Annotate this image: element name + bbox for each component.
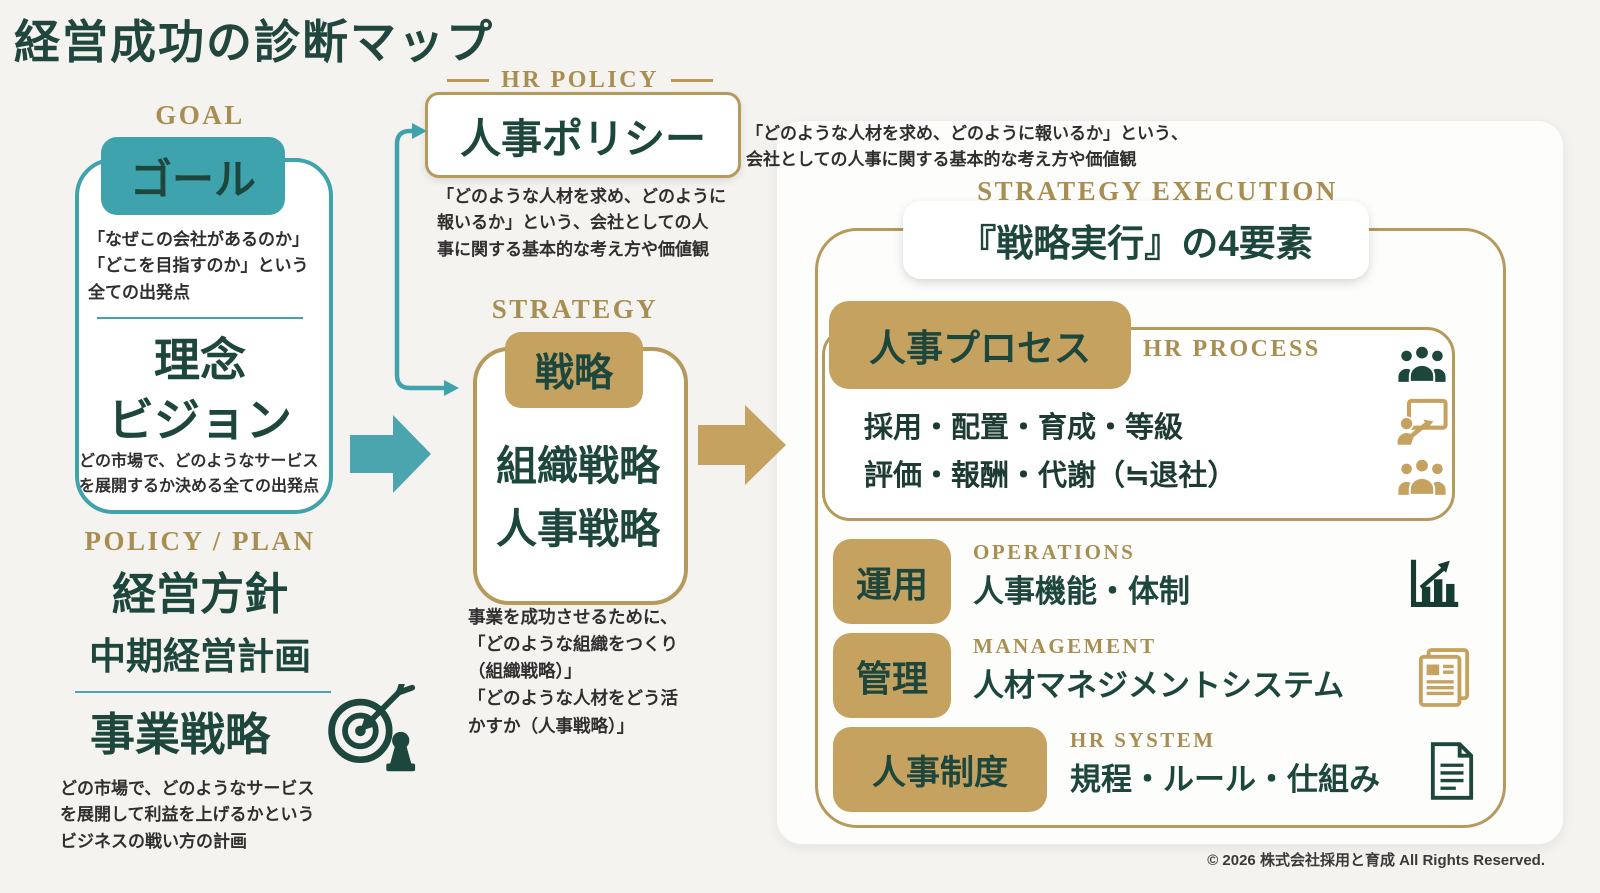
policy-plan-heading-2: 中期経営計画 [89,636,311,677]
hr-policy-box: 人事ポリシー [425,92,741,178]
execution-heading: 『戦略実行』の4要素 [959,223,1313,264]
management-badge-label: 管理 [855,657,928,699]
strategy-badge: 戦略 [505,332,643,408]
policy-plan-heading-1: 経営方針 [112,570,288,619]
operations-text: 人事機能・体制 [973,574,1190,609]
goal-desc-top: 「なぜこの会社があるのか」 「どこを目指すのか」という 全ての出発点 [88,230,309,302]
target-dart-pawn-icon [322,684,418,772]
document-icon [1429,742,1475,800]
goal-to-strategy-arrow [350,415,431,493]
hr-process-badge: 人事プロセス [829,301,1131,389]
goal-heading-1: 理念 [154,334,246,386]
operations-badge-label: 運用 [855,563,928,605]
goal-badge: ゴール [101,137,285,215]
hr-policy-label: HR POLICY [501,67,659,93]
goal-box [75,158,333,514]
hr-process-label: HR PROCESS [1143,336,1321,362]
presenter-board-icon [1396,398,1448,446]
management-badge: 管理 [833,633,951,718]
hr-process-badge-label: 人事プロセス [869,328,1091,369]
connector-arrowhead-bottom [444,380,459,396]
hr-process-line-1: 採用・配置・育成・等級 [864,412,1184,444]
operations-label: OPERATIONS [973,540,1136,564]
people-group-icon [1396,342,1448,386]
goal-label: GOAL [155,100,245,130]
page-title: 経営成功の診断マップ [14,17,494,68]
management-label: MANAGEMENT [973,634,1157,658]
hr-system-text: 規程・ルール・仕組み [1070,762,1380,797]
goal-heading-2: ビジョン [108,394,292,446]
policy-plan-heading-3: 事業戦略 [89,709,270,760]
hr-system-badge: 人事制度 [833,727,1047,812]
hr-policy-heading: 人事ポリシー [460,116,706,162]
operations-badge: 運用 [833,539,951,624]
documents-icon [1417,648,1471,708]
copyright-text: © 2026 株式会社採用と育成 All Rights Reserved. [1207,852,1545,869]
hr-policy-desc-right: 「どのような人材を求め、どのように報いるか」という、 会社としての人事に関する基… [746,124,1188,170]
hr-system-label: HR SYSTEM [1070,728,1216,752]
goal-desc-bottom: どの市場で、どのようなサービス を展開するか決める全ての出発点 [79,453,320,495]
policy-plan-label: POLICY / PLAN [84,526,316,556]
strategy-to-execution-arrow [698,405,786,485]
strategy-heading-2: 人事戦略 [496,506,660,552]
policy-plan-desc: どの市場で、どのようなサービス を展開して利益を上げるかという ビジネスの戦い方… [60,779,315,851]
label-dash-right [670,79,713,83]
hr-system-badge-label: 人事制度 [872,754,1008,792]
bar-chart-growth-icon [1407,556,1461,610]
strategy-desc: 事業を成功させるために、 「どのような組織をつくり （組織戦略）」 「どのような… [468,607,678,736]
people-group-icon [1396,455,1448,499]
hr-policy-desc-below: 「どのような人材を求め、どのように 報いるか」という、会社としての人 事に関する… [437,187,726,259]
label-dash-left [447,79,490,83]
strategy-label: STRATEGY [491,294,659,324]
hr-policy-label-row: HR POLICY [395,66,765,94]
goal-badge-label: ゴール [129,155,256,203]
strategy-heading-1: 組織戦略 [496,443,660,489]
strategy-badge-label: 戦略 [534,352,613,395]
goal-divider [97,317,303,319]
policy-plan-divider [75,691,331,693]
execution-heading-badge: 『戦略実行』の4要素 [903,201,1369,279]
management-text: 人材マネジメントシステム [973,668,1345,703]
hr-process-line-2: 評価・報酬・代謝（≒退社） [864,460,1237,492]
